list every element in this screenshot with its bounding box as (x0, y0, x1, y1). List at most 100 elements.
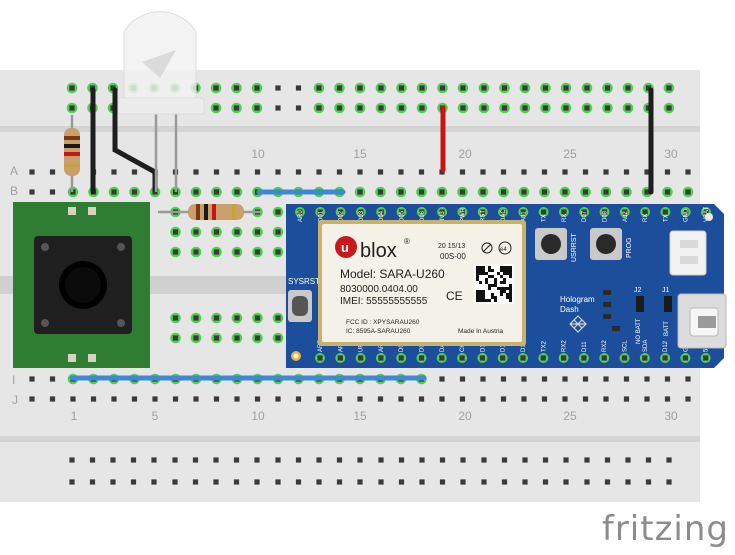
rail-bottom-hole (172, 457, 178, 463)
dash-bottom-pad-hole (378, 355, 384, 361)
row-label-a: A (10, 164, 18, 178)
batt-label: BATT (664, 321, 670, 336)
qr-cell (479, 290, 482, 293)
terminal-hole (254, 169, 261, 175)
dash-bottom-pin-label: D15 (501, 340, 507, 352)
dash-bottom-pad-hole (703, 355, 709, 361)
rail-top-hole (419, 85, 425, 91)
pb-free-icon-slash (482, 243, 492, 253)
rail-bottom-hole (233, 457, 240, 463)
rail-bottom-hole (316, 457, 322, 463)
terminal-hole (603, 396, 609, 402)
terminal-hole (623, 189, 630, 195)
e4-mark-text: e4 (500, 247, 507, 253)
dash-top-pin-label: D07 (582, 210, 588, 222)
rail-top-hole (316, 85, 322, 91)
terminal-hole (49, 169, 56, 175)
rail-bottom-hole (522, 479, 528, 485)
pushbutton[interactable] (13, 202, 150, 368)
dash-top-pad-hole (439, 209, 445, 215)
chip-small-1 (603, 290, 611, 295)
qr-cell (509, 287, 512, 290)
terminal-hole (398, 189, 404, 195)
terminal-hole (234, 315, 240, 321)
terminal-hole (623, 376, 630, 382)
dash-top-pad-hole (378, 209, 384, 215)
terminal-hole (193, 315, 199, 321)
ublox-logo-u: u (341, 240, 349, 255)
col-label-25-bottom: 25 (563, 409, 577, 423)
terminal-hole (603, 169, 609, 175)
rail-bottom-hole (69, 457, 75, 463)
terminal-hole (111, 169, 117, 175)
terminal-hole (131, 169, 138, 175)
terminal-hole (275, 396, 281, 402)
qr-cell (482, 293, 485, 296)
dash-top-pin-label: DAC (501, 209, 507, 222)
terminal-hole (480, 396, 486, 402)
terminal-hole (254, 229, 261, 235)
dash-top-pin-label: PWR (460, 207, 466, 222)
qr-cell (503, 287, 506, 290)
rail-bottom-hole (357, 457, 363, 463)
dash-top-pad-hole (642, 209, 648, 215)
rail-bottom-hole (584, 479, 590, 485)
rail-bottom-hole (192, 479, 199, 485)
jumper-j2[interactable] (636, 296, 644, 312)
jumper-j1[interactable] (664, 296, 672, 312)
terminal-hole (275, 315, 281, 321)
rail-bottom-hole (275, 457, 281, 463)
battery-connector[interactable] (669, 230, 707, 276)
qr-cell (476, 296, 479, 299)
qr-cell (479, 269, 482, 272)
col-label-30-top: 30 (664, 147, 678, 161)
dash-bottom-pin-label: RX2 (562, 340, 568, 352)
prog-button[interactable] (596, 234, 616, 254)
terminal-hole (275, 249, 281, 255)
rail-top-hole (481, 105, 487, 111)
terminal-hole (644, 169, 650, 175)
terminal-hole (439, 189, 445, 195)
dash-top-pad-hole (561, 209, 567, 215)
terminal-hole (193, 335, 199, 341)
rail-bottom-hole (378, 479, 384, 485)
module-part-number: 8030000.0404.00 (340, 284, 418, 295)
battery-connector-pin-1 (680, 240, 698, 248)
qr-cell (479, 299, 482, 302)
qr-cell (503, 278, 506, 281)
qr-cell (509, 293, 512, 296)
dash-top-pin-label: D06 (420, 210, 426, 222)
rail-top-hole (439, 85, 446, 91)
dash-bottom-pad-hole (621, 355, 628, 361)
qr-cell (506, 269, 509, 272)
terminal-hole (480, 189, 486, 195)
terminal-hole (234, 249, 240, 255)
row-labels: A B I J (10, 164, 18, 407)
rail-top-hole (645, 85, 652, 91)
usrrst-button[interactable] (541, 234, 561, 254)
terminal-hole (500, 396, 507, 402)
terminal-hole (521, 169, 527, 175)
sysrst-button[interactable] (292, 296, 308, 316)
dash-top-pin-label: A01 (521, 211, 527, 222)
rail-top-hole (357, 85, 363, 91)
rail-bottom-hole (316, 479, 322, 485)
rail-top-hole (584, 105, 590, 111)
board-name-line2: Dash (560, 305, 579, 314)
dash-bottom-pad-hole (662, 355, 668, 361)
led-flange (117, 97, 205, 115)
resistor-vertical-band-3 (64, 152, 80, 156)
terminal-hole (664, 189, 671, 195)
qr-cell (500, 281, 503, 284)
rail-bottom-hole (645, 479, 652, 485)
rail-top-hole (213, 105, 219, 111)
dash-top-pad-hole (480, 209, 486, 215)
qr-cell (476, 266, 479, 269)
rail-bottom-hole (295, 479, 302, 485)
qr-cell (509, 272, 512, 275)
dash-top-pad-hole (703, 209, 709, 215)
e4-mark (498, 241, 512, 255)
terminal-hole (29, 169, 35, 175)
terminal-hole (582, 396, 589, 402)
rail-bottom-hole (336, 457, 343, 463)
